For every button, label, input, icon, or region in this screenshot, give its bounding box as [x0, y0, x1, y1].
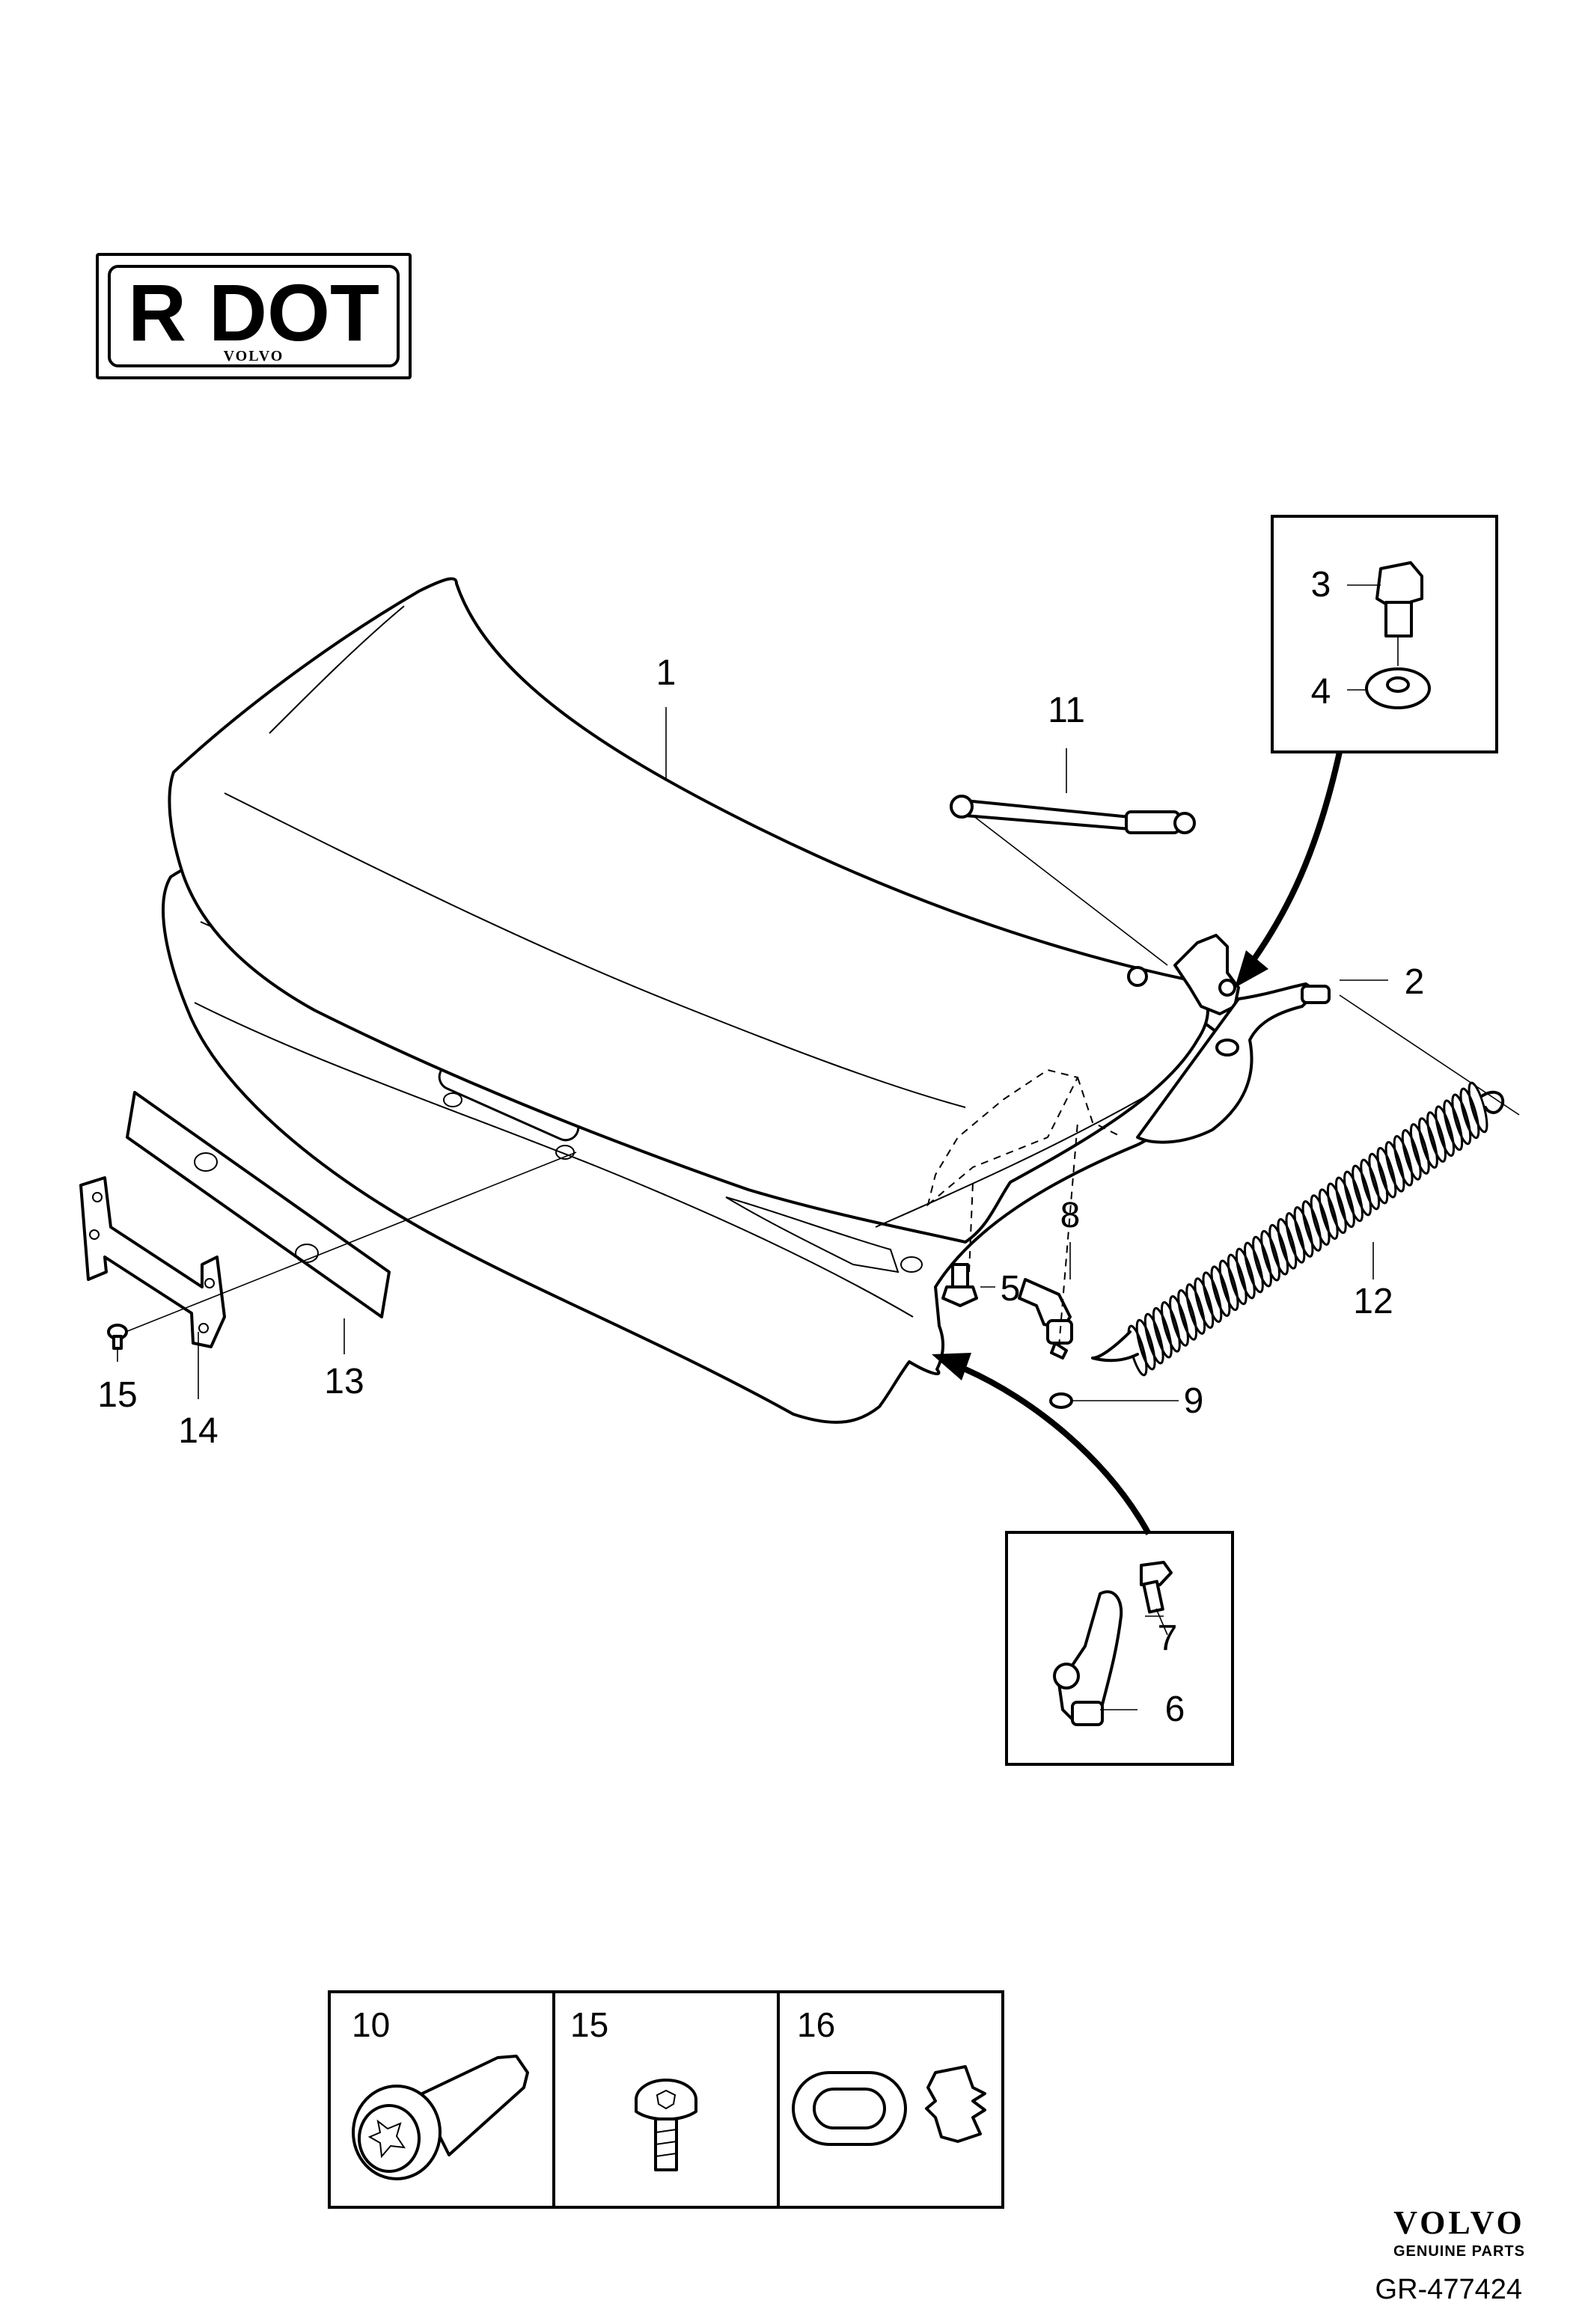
bolt-icon: [352, 2055, 529, 2180]
spring-coil: [1459, 1087, 1480, 1140]
arrow-to-hinge-head: [1235, 950, 1268, 988]
spring-coil: [1235, 1247, 1256, 1300]
spring-coil: [1376, 1146, 1397, 1199]
callout-4: 4: [1311, 672, 1331, 712]
spring-coil: [1384, 1140, 1405, 1193]
legend-cell-number-10: 10: [352, 2005, 390, 2044]
spring-coil: [1401, 1129, 1422, 1181]
spring-coil: [1135, 1318, 1156, 1371]
spring-coil: [1451, 1093, 1472, 1146]
volvo-genuine-parts-logo: VOLVO GENUINE PARTS: [1393, 2204, 1525, 2260]
brand-tagline: GENUINE PARTS: [1393, 2243, 1525, 2260]
callout-12: 12: [1353, 1282, 1393, 1321]
legend-table: 10 15 16: [328, 1990, 1004, 2209]
spring-coil: [1268, 1223, 1289, 1276]
spring-coil: [1368, 1152, 1389, 1205]
spring-coil: [1435, 1105, 1456, 1158]
diagram-reference: GR-477424: [1375, 2274, 1522, 2305]
screw-15-part: [107, 1324, 128, 1350]
badge-brand: VOLVO: [224, 348, 284, 364]
spring-coil: [1194, 1277, 1215, 1329]
callout-9: 9: [1184, 1381, 1204, 1421]
spring-coil: [1285, 1212, 1306, 1264]
spring-coil: [1334, 1176, 1355, 1229]
callout-14: 14: [178, 1411, 218, 1451]
grommet-clip-icon: [792, 2065, 986, 2146]
arrow-to-hinge: [1247, 751, 1343, 967]
callout-11: 11: [1048, 691, 1085, 730]
spring-coil: [1393, 1134, 1414, 1187]
trunk-lid-part: [162, 577, 1229, 1424]
spring-coil: [1293, 1206, 1314, 1258]
spring-coil: [1301, 1200, 1322, 1252]
brand-logo-word: VOLVO: [1393, 2204, 1525, 2241]
callout-1: 1: [656, 653, 677, 693]
spring-coil: [1318, 1188, 1339, 1241]
spring-coil: [1210, 1265, 1231, 1318]
spring-coil: [1177, 1289, 1198, 1341]
hinge-part: [1127, 934, 1331, 1144]
torsion-spring-part: [1127, 1081, 1488, 1377]
inset-box-hinge-fasteners: [1271, 515, 1498, 753]
inset-box-latch-fasteners: [1005, 1531, 1234, 1766]
callout-7: 7: [1158, 1618, 1178, 1658]
o-ring-part: [1049, 1392, 1073, 1409]
spring-coil: [1160, 1300, 1181, 1353]
spring-coil: [1169, 1295, 1189, 1347]
spring-coil: [1360, 1158, 1381, 1211]
spring-coil: [1426, 1111, 1447, 1163]
lock-striker-part: [1018, 1278, 1073, 1360]
legend-cell-number-16: 16: [797, 2005, 835, 2044]
spring-coil: [1310, 1194, 1331, 1246]
legend-cell-number-15: 15: [570, 2005, 608, 2044]
callout-15: 15: [97, 1375, 137, 1415]
badge-text: R DOT: [128, 267, 379, 358]
arrow-to-lock-head: [932, 1353, 971, 1380]
spring-coil: [1443, 1099, 1464, 1152]
callout-6: 6: [1165, 1690, 1185, 1729]
gas-strut-part: [950, 795, 1196, 834]
callout-8: 8: [1060, 1196, 1081, 1235]
callout-3: 3: [1311, 565, 1331, 605]
plate-bracket-part: [79, 1176, 226, 1348]
spring-coil: [1218, 1259, 1239, 1312]
spring-coil: [1260, 1229, 1281, 1282]
spring-coil: [1243, 1241, 1264, 1294]
spring-coil: [1409, 1123, 1430, 1175]
spring-coil: [1227, 1253, 1248, 1306]
callout-5: 5: [1001, 1269, 1021, 1309]
callout-13: 13: [324, 1362, 364, 1401]
bolt-5-part: [941, 1263, 978, 1307]
spring-coil: [1143, 1312, 1164, 1365]
torx-screw-icon: [635, 2079, 697, 2171]
spring-coil: [1343, 1170, 1364, 1223]
spring-coil: [1202, 1271, 1223, 1324]
spring-coil: [1326, 1182, 1347, 1235]
spring-coil: [1185, 1283, 1206, 1335]
spring-coil: [1252, 1235, 1272, 1288]
leader-lines: [117, 584, 1520, 1710]
spring-coil: [1417, 1117, 1438, 1169]
callout-2: 2: [1405, 962, 1425, 1002]
arrow-to-lock: [964, 1366, 1152, 1535]
license-plate-panel-part: [126, 1091, 391, 1318]
spring-coil: [1152, 1306, 1173, 1359]
spring-coil: [1352, 1164, 1372, 1217]
r-dot-badge: R DOT VOLVO: [96, 253, 412, 379]
spring-coil: [1277, 1217, 1298, 1270]
